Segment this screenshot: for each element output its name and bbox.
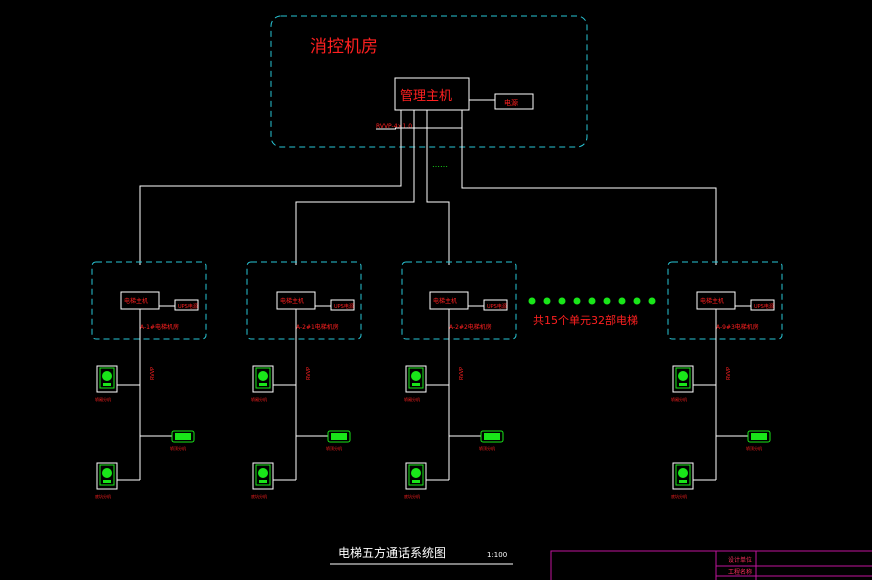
speaker-icon [102, 371, 112, 381]
machine-room-name: A-2#2电梯机房 [449, 323, 492, 331]
host-aux-box [494, 93, 534, 110]
speaker-icon [258, 468, 268, 478]
management-host-label: 管理主机 [400, 89, 452, 104]
cab-intercom [405, 365, 427, 393]
elevator-controller-label: 电梯主机 [433, 297, 457, 305]
ellipsis-dot [528, 297, 536, 305]
bus-label: RVVP-4×1.0 [376, 123, 412, 130]
management-host-box [394, 77, 470, 111]
car-top-intercom-label: 轿顶分机 [170, 445, 186, 451]
more-units-note: 共15个单元32部电梯 [533, 313, 638, 327]
machine-room-frame [667, 261, 783, 340]
car-top-intercom-label: 轿顶分机 [326, 445, 342, 451]
elevator-controller-label: 电梯主机 [280, 297, 304, 305]
ups-label: UPS电源 [754, 303, 774, 310]
cab-intercom-label: 轿厢分机 [95, 396, 111, 402]
machine-room-name: A-1#电梯机房 [140, 323, 179, 331]
machine-room-frame [91, 261, 207, 340]
ellipsis-dot [633, 297, 641, 305]
ups-label: UPS电源 [178, 303, 198, 310]
car-top-intercom-label: 轿顶分机 [746, 445, 762, 451]
riser-cable-label: RVVP [459, 367, 465, 380]
car-top-intercom [171, 430, 195, 443]
ellipsis-dot [588, 297, 596, 305]
ups-box [330, 299, 355, 311]
machine-room-frame [401, 261, 517, 340]
ups-label: UPS电源 [334, 303, 354, 310]
pit-intercom-label: 底坑分机 [404, 493, 420, 499]
ellipsis-dot [558, 297, 566, 305]
pit-intercom [252, 462, 274, 490]
ellipsis-dot [603, 297, 611, 305]
car-top-intercom [747, 430, 771, 443]
ups-label: UPS电源 [487, 303, 507, 310]
cab-intercom-label: 轿厢分机 [671, 396, 687, 402]
ellipsis-dot [618, 297, 626, 305]
riser-cable-label: RVVP [726, 367, 732, 380]
ups-box [750, 299, 775, 311]
more-units-dots [528, 297, 656, 305]
control-room-title: 消控机房 [310, 37, 378, 57]
pit-intercom-label: 底坑分机 [251, 493, 267, 499]
elevator-controller-label: 电梯主机 [124, 297, 148, 305]
cab-intercom [672, 365, 694, 393]
host-aux-label: 电源 [504, 98, 518, 107]
drawing-title: 电梯五方通话系统图 [338, 545, 446, 560]
pit-intercom [405, 462, 427, 490]
speaker-icon [678, 371, 688, 381]
pit-intercom [672, 462, 694, 490]
title-block-row2: 工程名称 [728, 568, 752, 576]
cab-intercom-label: 轿厢分机 [404, 396, 420, 402]
machine-room-name: A-9#3电梯机房 [716, 323, 759, 331]
bus-dots: …… [432, 160, 448, 169]
title-block [550, 550, 872, 580]
title-block-row1: 设计单位 [728, 556, 752, 564]
machine-room-frame [246, 261, 362, 340]
riser-cable-label: RVVP [306, 367, 312, 380]
trunk-cables [139, 110, 717, 265]
control-room-frame [270, 15, 588, 148]
car-top-intercom-label: 轿顶分机 [479, 445, 495, 451]
car-top-intercom [327, 430, 351, 443]
ups-box [483, 299, 508, 311]
car-top-intercom [480, 430, 504, 443]
speaker-icon [102, 468, 112, 478]
drawing-scale: 1:100 [487, 551, 507, 559]
speaker-icon [411, 468, 421, 478]
elevator-controller-label: 电梯主机 [700, 297, 724, 305]
speaker-icon [258, 371, 268, 381]
cab-intercom-label: 轿厢分机 [251, 396, 267, 402]
cab-intercom [96, 365, 118, 393]
ellipsis-dot [543, 297, 551, 305]
pit-intercom-label: 底坑分机 [95, 493, 111, 499]
ups-box [174, 299, 199, 311]
speaker-icon [411, 371, 421, 381]
pit-intercom [96, 462, 118, 490]
ellipsis-dot [648, 297, 656, 305]
pit-intercom-label: 底坑分机 [671, 493, 687, 499]
ellipsis-dot [573, 297, 581, 305]
cab-intercom [252, 365, 274, 393]
machine-room-name: A-2#1电梯机房 [296, 323, 339, 331]
riser-cable-label: RVVP [150, 367, 156, 380]
speaker-icon [678, 468, 688, 478]
